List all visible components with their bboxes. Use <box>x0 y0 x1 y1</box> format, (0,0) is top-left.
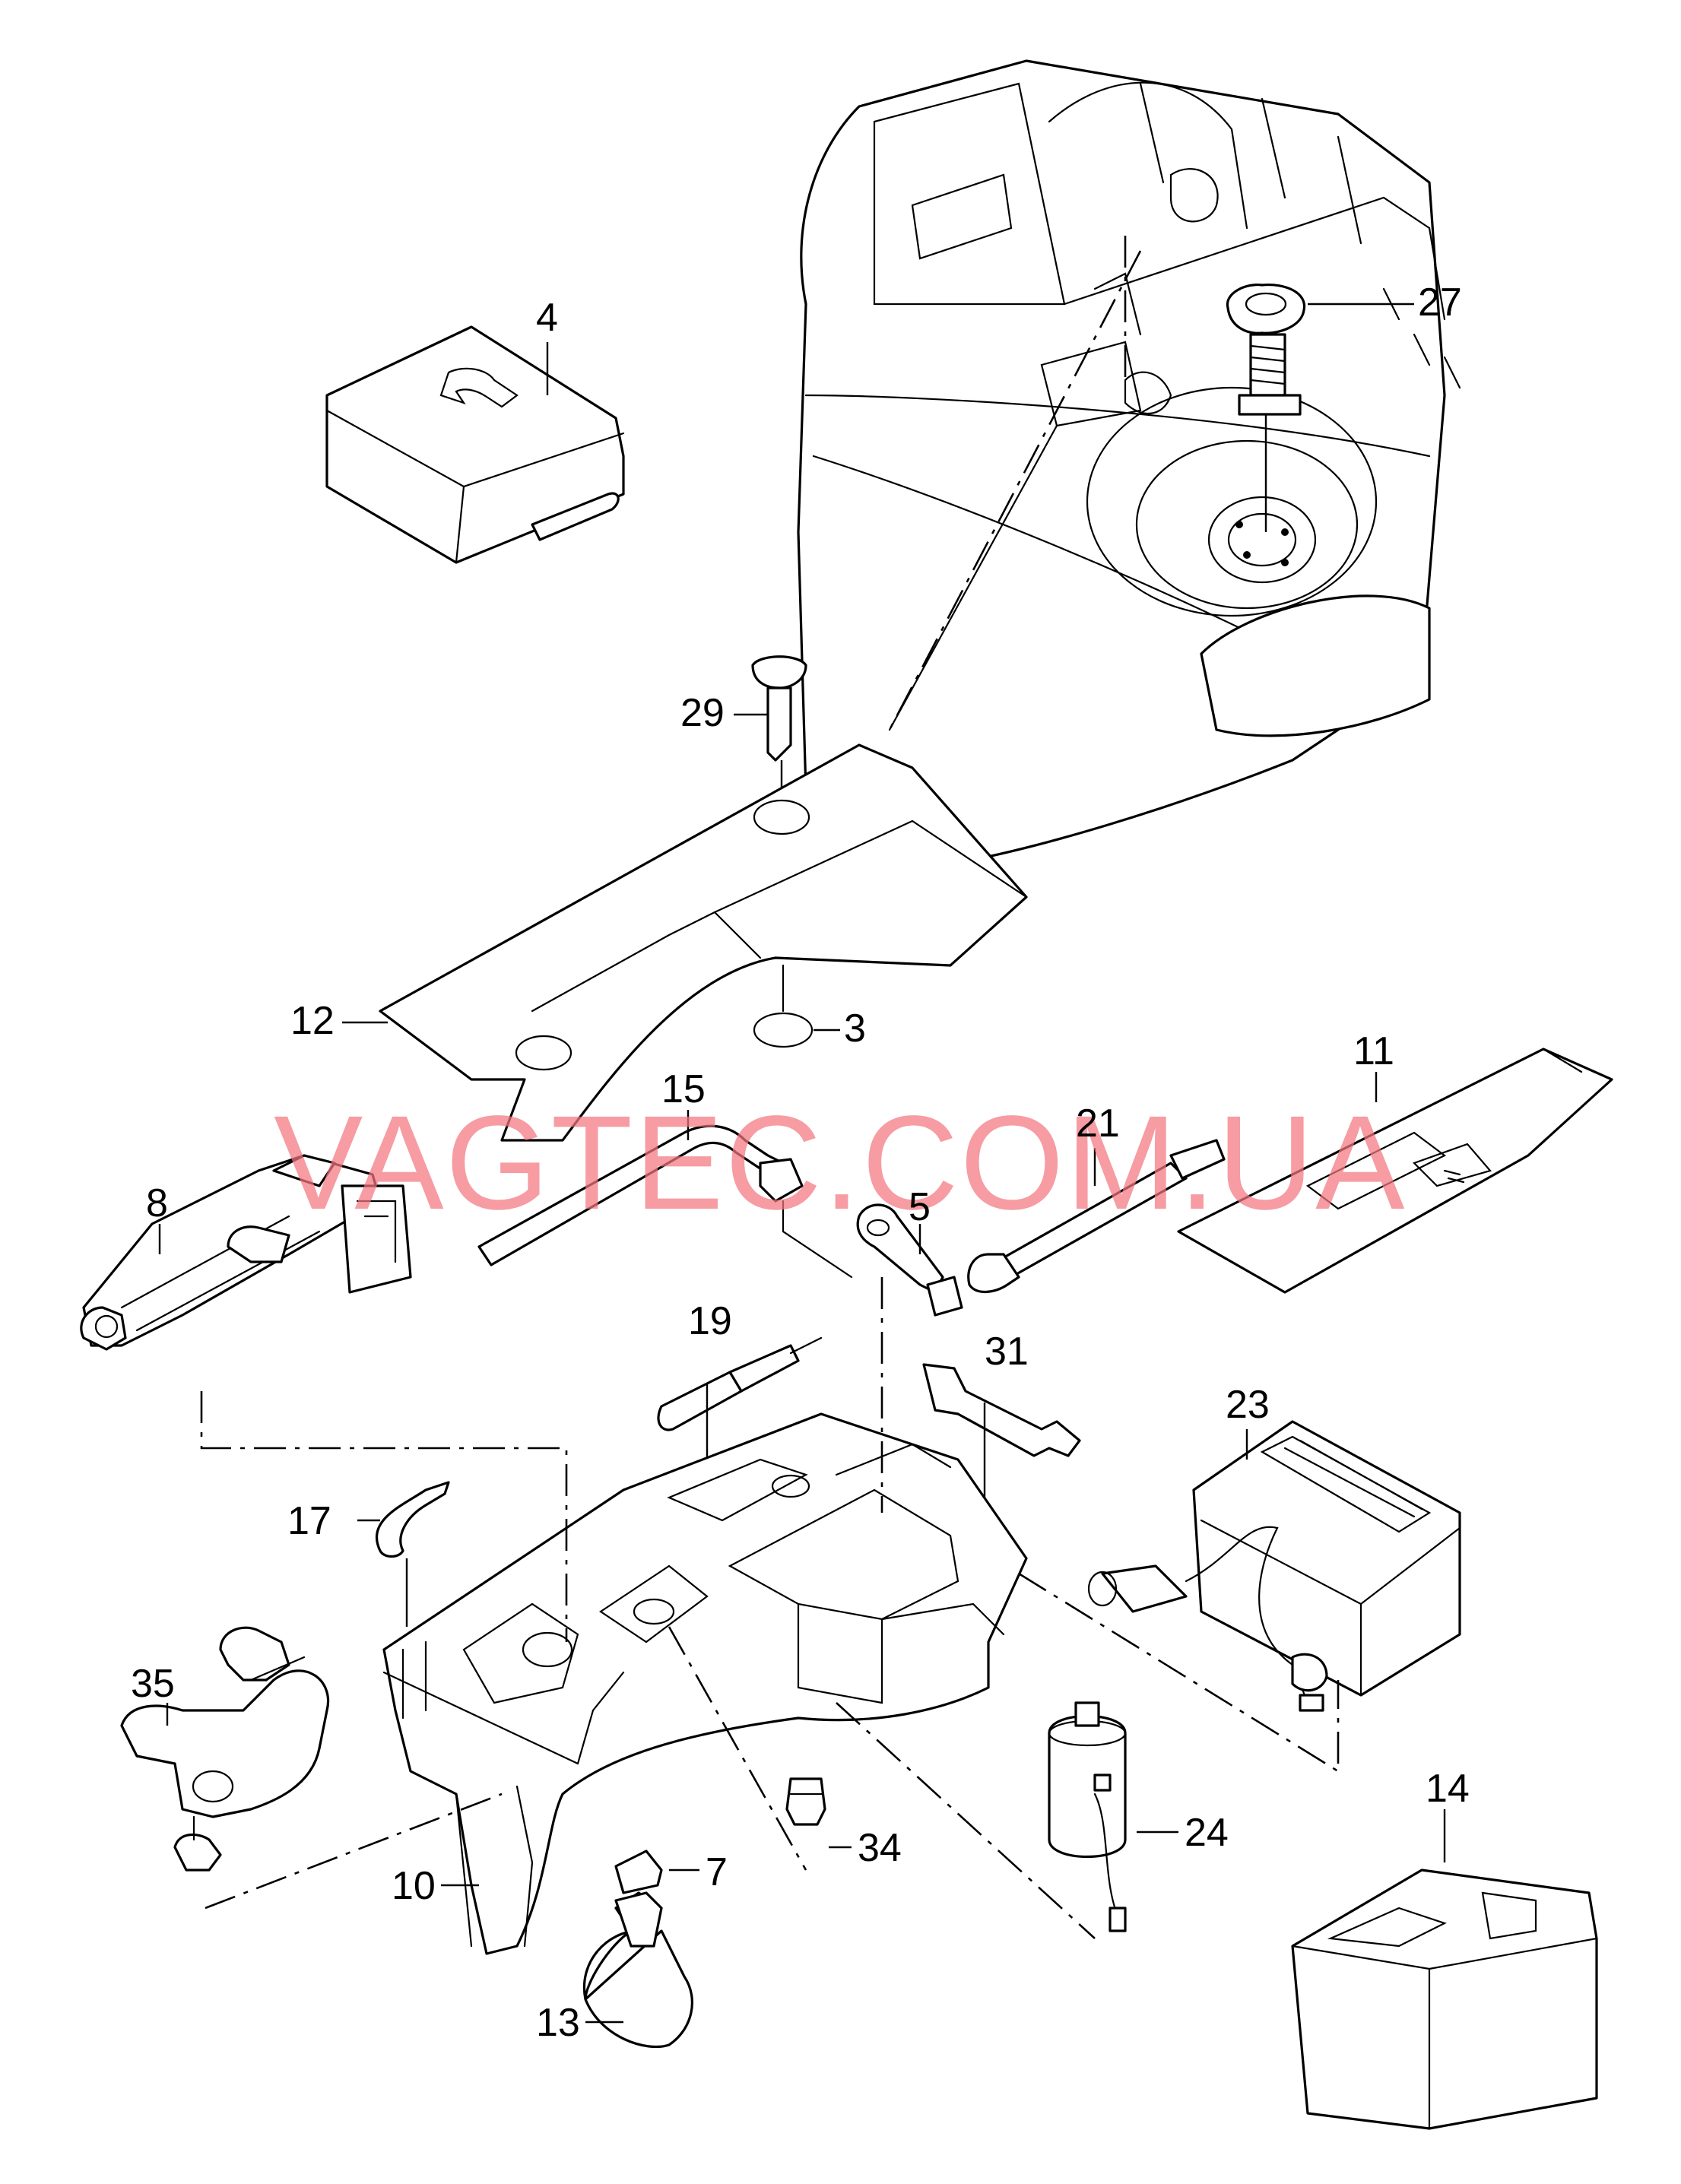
callout-3: 3 <box>844 1006 866 1051</box>
car-rear-trunk <box>797 59 1461 869</box>
callout-31: 31 <box>985 1330 1029 1374</box>
callout-23: 23 <box>1226 1383 1270 1427</box>
callout-13: 13 <box>536 2001 580 2045</box>
part-24-sealant-bottle <box>1048 1701 1127 1932</box>
part-11-manual <box>1177 1048 1613 1294</box>
callout-35: 35 <box>131 1662 175 1706</box>
assembly-lines <box>200 236 1340 1939</box>
callout-8: 8 <box>146 1181 168 1225</box>
part-5-towing-eye <box>856 1203 963 1317</box>
callout-7: 7 <box>706 1850 728 1894</box>
callout-15: 15 <box>661 1067 706 1111</box>
part-7-nut <box>614 1850 663 1894</box>
part-13-mount <box>582 1891 693 2049</box>
part-21-extension <box>967 1139 1226 1293</box>
callout-21: 21 <box>1076 1102 1120 1146</box>
callout-29: 29 <box>680 691 725 735</box>
part-17-clip <box>375 1481 450 1627</box>
part-8-jack <box>80 1154 412 1351</box>
part-35-wheel-brace <box>120 1626 330 1872</box>
part-14-foam-insert <box>1291 1869 1598 2130</box>
callout-10: 10 <box>392 1864 436 1908</box>
callout-12: 12 <box>290 999 335 1043</box>
leader-lines <box>158 303 1446 2024</box>
part-4-first-aid-kit <box>325 325 625 564</box>
part-15-crank-rod <box>477 1124 853 1279</box>
callout-14: 14 <box>1426 1767 1470 1811</box>
part-10-tool-tray <box>382 1412 1028 1955</box>
callout-19: 19 <box>688 1299 732 1343</box>
watermark-text: VAGTEC.COM.UA <box>274 1089 1407 1238</box>
callout-27: 27 <box>1418 281 1462 325</box>
part-12-floor-cover <box>379 743 1028 1142</box>
part-23-compressor <box>1087 1420 1461 1712</box>
callout-labels: 4 27 29 12 3 15 21 11 8 5 19 31 23 17 35… <box>131 281 1470 2045</box>
callout-24: 24 <box>1185 1811 1229 1855</box>
callout-34: 34 <box>858 1826 902 1870</box>
callout-5: 5 <box>909 1185 931 1229</box>
callout-17: 17 <box>287 1499 331 1543</box>
callout-4: 4 <box>536 296 558 340</box>
part-34-valve <box>785 1777 826 1826</box>
callout-11: 11 <box>1353 1029 1394 1073</box>
